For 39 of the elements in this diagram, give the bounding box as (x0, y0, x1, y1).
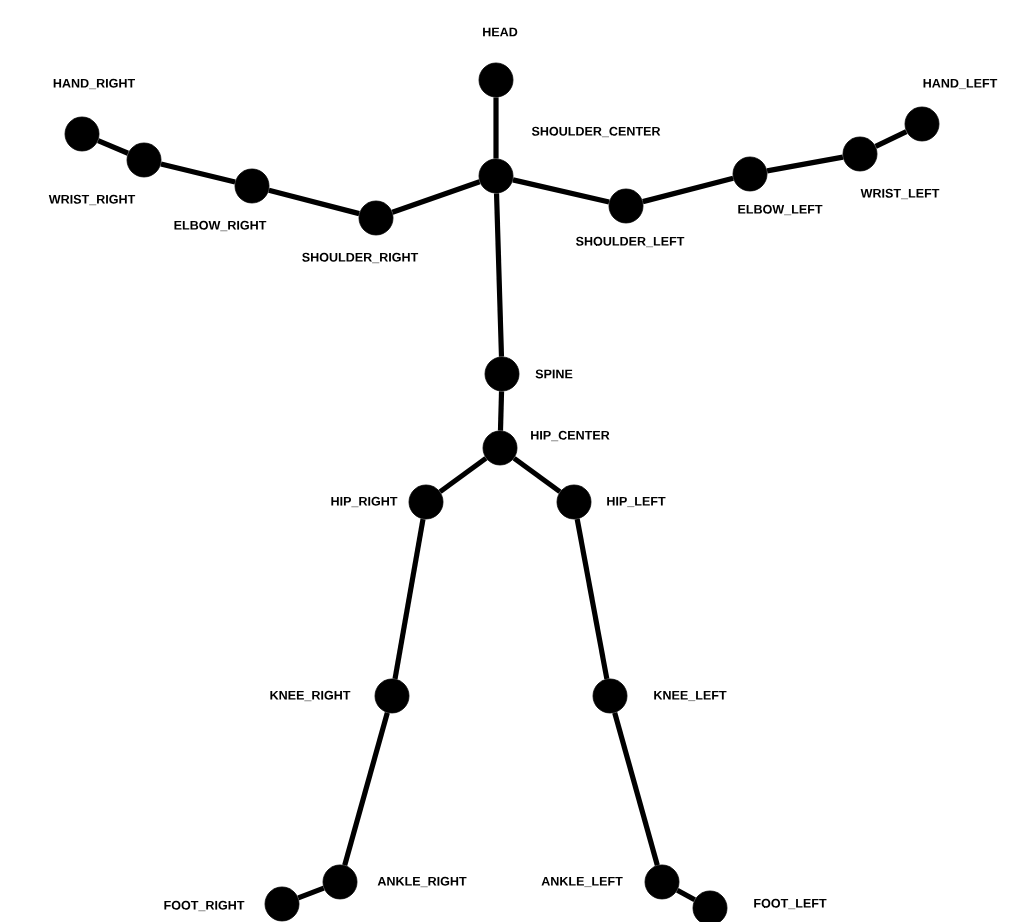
joint-dot (64, 116, 100, 152)
bone-line (297, 885, 325, 901)
joint-dot (482, 430, 518, 466)
joint-dot (374, 678, 410, 714)
joint-dot (408, 484, 444, 520)
joint-dot (556, 484, 592, 520)
bone-line (392, 518, 426, 680)
bone-line (676, 888, 696, 902)
joint-dot (692, 890, 728, 922)
bone-line (874, 129, 908, 149)
joint-dot (608, 188, 644, 224)
bone-line (391, 179, 481, 215)
joint-dot (478, 62, 514, 98)
joint-dot (264, 886, 300, 922)
joint-dot (904, 106, 940, 142)
bone-line (438, 456, 488, 494)
bone-line (512, 177, 610, 205)
joint-dot (478, 158, 514, 194)
bone-line (160, 161, 236, 185)
bone-line (574, 518, 610, 680)
joint-dot (732, 156, 768, 192)
joint-dot (126, 142, 162, 178)
bone-line (512, 456, 562, 494)
joint-dot (234, 168, 270, 204)
bone-line (642, 175, 734, 205)
bone-line (766, 154, 844, 174)
bone-line (97, 138, 129, 156)
bone-line (342, 712, 390, 866)
bone-line (612, 712, 660, 866)
joint-dot (842, 136, 878, 172)
bone-line (493, 193, 505, 357)
bone-line (497, 391, 505, 431)
joint-dot (358, 200, 394, 236)
joint-dot (592, 678, 628, 714)
joint-dot (484, 356, 520, 392)
bone-line (268, 187, 360, 217)
joint-dot (644, 864, 680, 900)
joint-dot (322, 864, 358, 900)
bone-line (493, 97, 499, 159)
